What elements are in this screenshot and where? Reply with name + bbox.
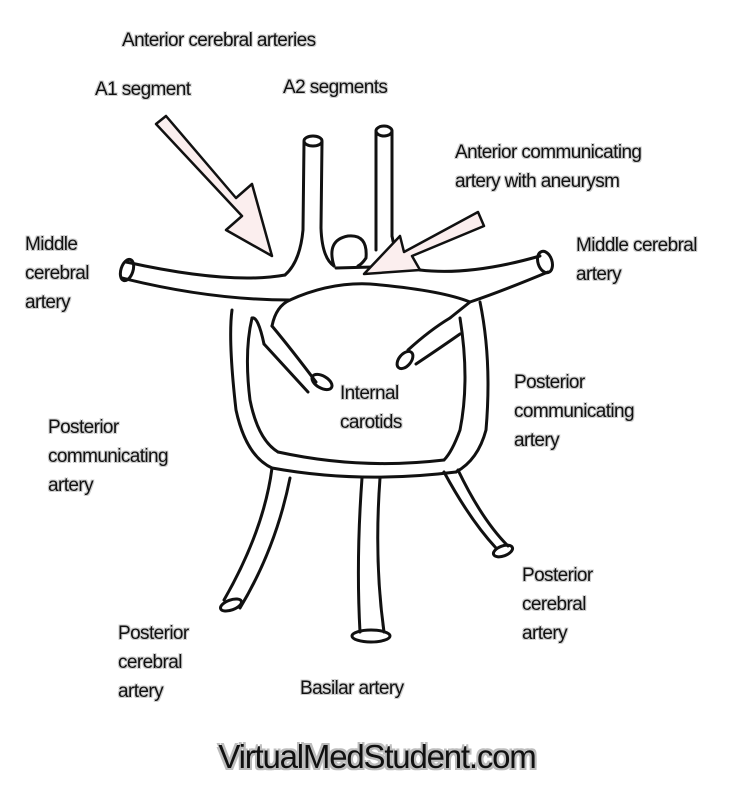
mca-ends (118, 249, 554, 283)
label-middle-cerebral-right: Middle cerebral artery (576, 235, 698, 285)
label-a1-segment: A1 segment (95, 79, 191, 100)
site-watermark: VirtualMedStudent.com (218, 738, 536, 775)
label-basilar-artery: Basilar artery (300, 678, 404, 699)
arrow-acom-aneurysm (362, 210, 486, 276)
a2-segment-left (283, 134, 336, 277)
label-pcom-left: Posterior communicating artery (48, 417, 169, 496)
arrow-a1-segment (154, 114, 274, 258)
inner-ring (270, 282, 472, 328)
a2-segment-right (374, 124, 394, 252)
internal-carotid-right (395, 316, 462, 371)
label-internal-carotids: Internal carotids (340, 383, 402, 433)
label-a2-segments: A2 segments (283, 77, 388, 98)
label-anterior-cerebral-arteries: Anterior cerebral arteries (122, 30, 316, 51)
basilar-artery (350, 476, 392, 644)
label-middle-cerebral-left: Middle cerebral artery (25, 234, 89, 313)
label-pca-right: Posterior cerebral artery (522, 565, 593, 644)
label-acom-aneurysm: Anterior communicating artery with aneur… (455, 142, 642, 192)
internal-carotid-left (250, 316, 334, 394)
posterior-cerebral-right (442, 468, 515, 559)
posterior-ring (229, 300, 490, 479)
label-pcom-right: Posterior communicating artery (514, 372, 635, 451)
label-pca-left: Posterior cerebral artery (118, 623, 189, 702)
posterior-cerebral-left (219, 466, 292, 613)
